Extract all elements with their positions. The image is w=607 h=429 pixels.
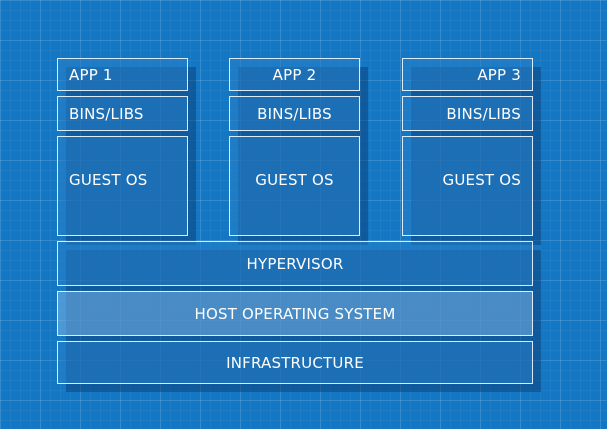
- guest-os-1-box: GUEST OS: [57, 136, 188, 236]
- bins-libs-2-box: BINS/LIBS: [229, 96, 360, 131]
- host-os-label: HOST OPERATING SYSTEM: [194, 304, 396, 323]
- host-os-layer: HOST OPERATING SYSTEM: [57, 291, 533, 336]
- bins-libs-3-label: BINS/LIBS: [446, 104, 521, 123]
- infrastructure-label: INFRASTRUCTURE: [226, 353, 364, 372]
- infrastructure-layer: INFRASTRUCTURE: [57, 341, 533, 384]
- app-1-box: APP 1: [57, 58, 188, 91]
- bins-libs-3-box: BINS/LIBS: [402, 96, 533, 131]
- guest-os-2-label: GUEST OS: [255, 171, 334, 189]
- guest-os-1-label: GUEST OS: [69, 171, 148, 189]
- bins-libs-2-label: BINS/LIBS: [257, 104, 332, 123]
- app-2-label: APP 2: [272, 65, 317, 84]
- guest-os-2-box: GUEST OS: [229, 136, 360, 236]
- app-3-box: APP 3: [402, 58, 533, 91]
- app-1-label: APP 1: [69, 65, 113, 84]
- hypervisor-label: HYPERVISOR: [246, 254, 344, 273]
- hypervisor-layer: HYPERVISOR: [57, 241, 533, 286]
- bins-libs-1-label: BINS/LIBS: [69, 104, 144, 123]
- app-2-box: APP 2: [229, 58, 360, 91]
- guest-os-3-label: GUEST OS: [442, 171, 521, 189]
- guest-os-3-box: GUEST OS: [402, 136, 533, 236]
- app-3-label: APP 3: [477, 65, 521, 84]
- bins-libs-1-box: BINS/LIBS: [57, 96, 188, 131]
